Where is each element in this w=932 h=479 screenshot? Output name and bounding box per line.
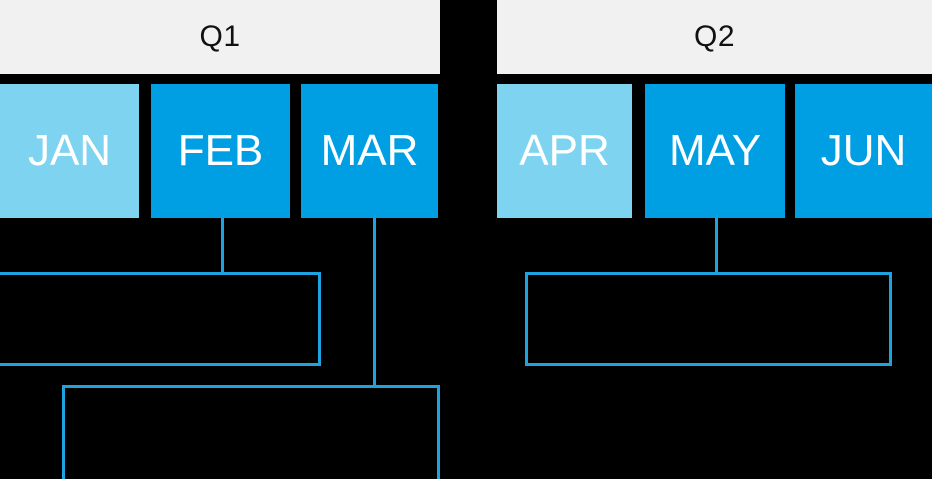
connector-line-may-to-box-3 bbox=[715, 218, 718, 274]
task-box-1[interactable] bbox=[0, 272, 321, 366]
month-label-may: MAY bbox=[668, 126, 762, 175]
month-label-feb: FEB bbox=[177, 126, 264, 175]
month-cell-feb[interactable]: FEB bbox=[151, 84, 290, 218]
connector-line-feb-to-box-1 bbox=[221, 218, 224, 274]
task-box-3[interactable] bbox=[525, 272, 892, 366]
month-cell-apr[interactable]: APR bbox=[497, 84, 632, 218]
month-label-jan: JAN bbox=[27, 126, 112, 175]
month-label-apr: APR bbox=[519, 126, 610, 175]
month-cell-jan[interactable]: JAN bbox=[0, 84, 139, 218]
quarter-label-q2: Q2 bbox=[693, 20, 736, 53]
month-label-jun: JUN bbox=[820, 126, 907, 175]
month-cell-mar[interactable]: MAR bbox=[301, 84, 438, 218]
month-label-mar: MAR bbox=[320, 126, 419, 175]
month-cell-may[interactable]: MAY bbox=[645, 84, 785, 218]
quarter-label-q1: Q1 bbox=[199, 20, 241, 53]
quarter-header-q1: Q1 bbox=[0, 0, 440, 74]
quarter-header-q2: Q2 bbox=[497, 0, 932, 74]
month-cell-jun[interactable]: JUN bbox=[795, 84, 932, 218]
connector-line-mar-to-box-2 bbox=[373, 218, 376, 387]
task-box-2[interactable] bbox=[62, 385, 440, 479]
